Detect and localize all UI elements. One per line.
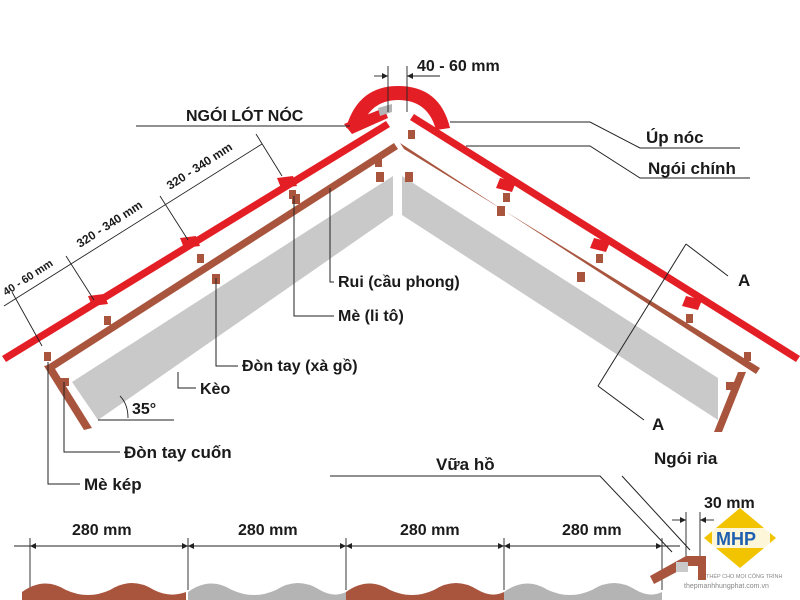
batten-blocks-right xyxy=(408,130,751,390)
tile-lips-left xyxy=(88,176,297,306)
tile-row-gray-1 xyxy=(188,583,346,600)
label-rafter: Rui (cầu phong) xyxy=(338,274,460,291)
truss-right xyxy=(402,176,718,420)
label-ridge-underlay-tile: NGÓI LÓT NÓC xyxy=(186,106,304,125)
logo-website: thepmanhhungphat.com.vn xyxy=(684,583,769,590)
ridge-gap-dimension xyxy=(374,66,440,112)
logo-text: MHP xyxy=(716,529,756,549)
tile-lips-right xyxy=(496,178,702,310)
label-edge-tile: Ngói rìa xyxy=(654,449,718,468)
rafter-right xyxy=(400,143,760,374)
mhp-logo: MHP THÉP CHO MỌI CÔNG TRÌNH thepmanhhung… xyxy=(684,508,783,590)
tile-row-brown-2 xyxy=(346,583,504,600)
slope-dimension xyxy=(3,133,283,347)
slope-dim-label-eave: 40 - 60 mm xyxy=(1,257,55,298)
purlin-blocks-right xyxy=(405,172,585,282)
slope-dim-label-1: 320 - 340 mm xyxy=(164,140,235,193)
tile-row-brown xyxy=(22,583,186,600)
label-purlin: Đòn tay (xà gồ) xyxy=(242,358,358,375)
label-batten: Mè (li tô) xyxy=(338,308,404,325)
eave-bar-right xyxy=(714,372,746,432)
rafter-left xyxy=(46,143,398,372)
label-ridge-cap: Úp nóc xyxy=(646,128,704,147)
tile-spacing-label-3: 280 mm xyxy=(400,522,460,539)
label-main-tile: Ngói chính xyxy=(648,159,736,178)
logo-tagline: THÉP CHO MỌI CÔNG TRÌNH xyxy=(706,573,783,580)
edge-offset-dimension xyxy=(672,512,714,560)
label-eave-purlin: Đòn tay cuốn xyxy=(124,443,232,462)
tile-spacing-label-4: 280 mm xyxy=(562,522,622,539)
label-double-batten: Mè kép xyxy=(84,475,142,494)
ridge-underlay-gray xyxy=(378,104,392,116)
ridge-gap-label: 40 - 60 mm xyxy=(417,58,500,75)
section-marker-bottom: A xyxy=(652,415,664,434)
eave-bar-left xyxy=(44,364,92,430)
section-marker-top: A xyxy=(738,271,750,290)
tile-spacing-dimension xyxy=(14,538,680,590)
label-mortar: Vữa hồ xyxy=(436,455,495,474)
truss-left xyxy=(72,176,393,420)
tile-spacing-label-2: 280 mm xyxy=(238,522,298,539)
edge-offset-label: 30 mm xyxy=(704,495,755,512)
tile-spacing-label-1: 280 mm xyxy=(72,522,132,539)
section-line-a xyxy=(597,243,729,421)
ridge-cap xyxy=(346,86,450,130)
tile-row-gray-2 xyxy=(504,583,662,600)
batten-blocks-left xyxy=(44,158,382,386)
mortar-block xyxy=(676,562,688,572)
label-truss: Kèo xyxy=(200,381,230,398)
roof-angle-label: 35° xyxy=(132,401,156,418)
leader-lines xyxy=(47,121,750,553)
main-tile-right xyxy=(410,114,800,362)
roof-angle-arc xyxy=(119,395,129,419)
